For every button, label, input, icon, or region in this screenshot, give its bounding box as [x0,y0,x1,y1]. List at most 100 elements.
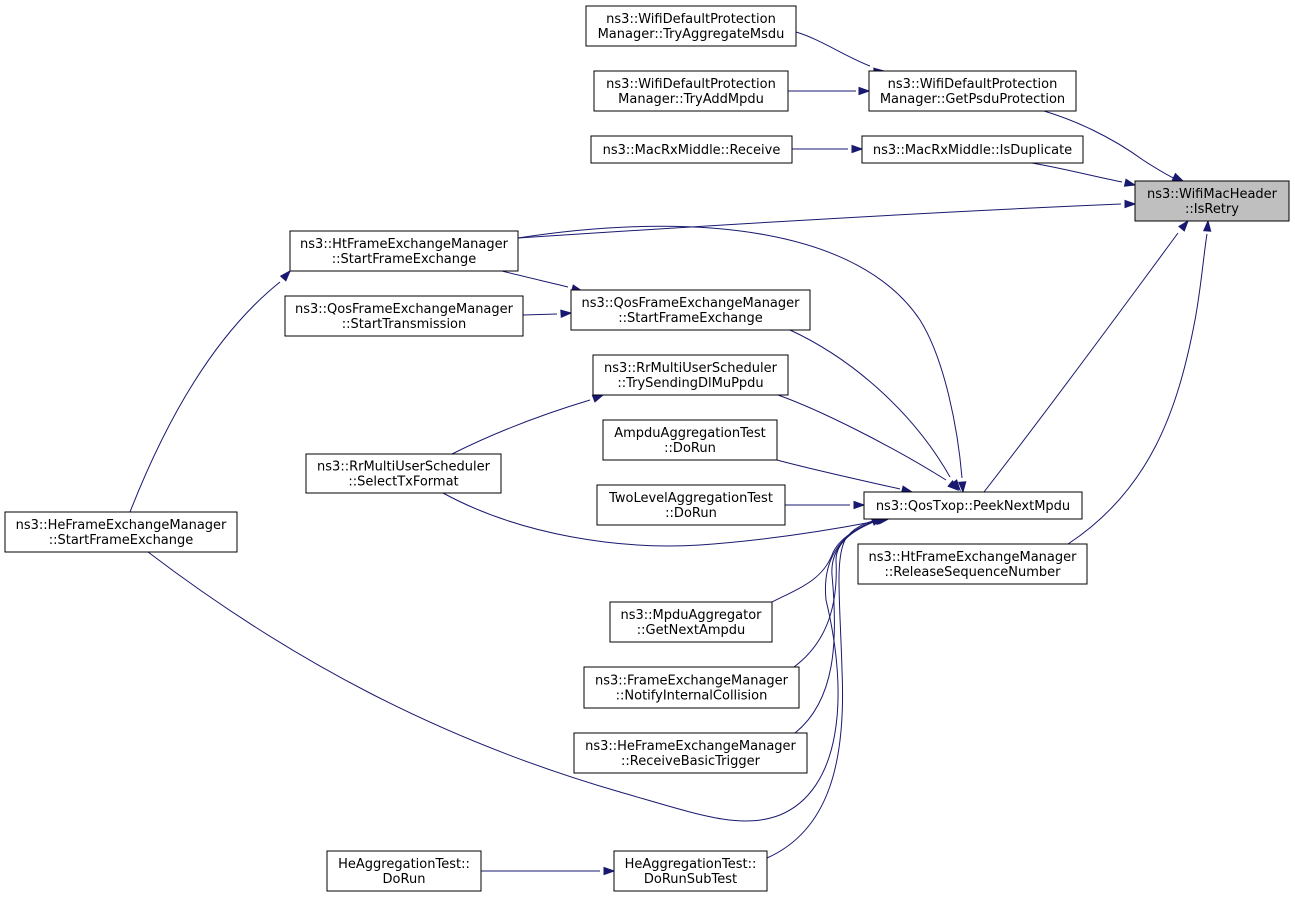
node-label-line: ::GetNextAmpdu [637,623,746,638]
node-box [326,850,482,892]
arrowhead-icon [591,394,605,403]
edge-line [129,281,281,513]
node-box [305,453,502,494]
node-select-tx-format[interactable]: ns3::RrMultiUserScheduler::SelectTxForma… [305,453,502,494]
node-get-next-ampdu[interactable]: ns3::MpduAggregator::GetNextAmpdu [609,601,773,643]
node-box [593,70,789,112]
node-label-line: ns3::WifiDefaultProtection [606,12,776,27]
node-is-duplicate[interactable]: ns3::MacRxMiddle::IsDuplicate [861,135,1084,164]
node-label-line: ::TrySendingDlMuPpdu [617,376,763,391]
node-box [570,289,811,331]
edge-line [517,203,1122,239]
node-label-line: ::IsRetry [1185,202,1239,217]
node-label-line: ns3::WifiMacHeader [1147,187,1278,202]
edge-qos-start-transmission-to-qos-start-frame-exchange [522,309,573,318]
node-label-line: Manager::GetPsduProtection [880,92,1065,107]
node-label-line: Manager::TryAddMpdu [618,92,764,107]
arrowhead-icon [1178,219,1189,232]
edge-mac-rx-receive-to-is-duplicate [792,144,864,154]
edge-is-duplicate-to-is-retry [1031,162,1137,187]
node-two-level-aggregation-test[interactable]: TwoLevelAggregationTest::DoRun [596,484,786,526]
node-ht-start-frame-exchange[interactable]: ns3::HtFrameExchangeManager::StartFrameE… [289,230,519,272]
edge-line [147,522,871,822]
node-he-aggregation-do-run-sub-test[interactable]: HeAggregationTest::DoRunSubTest [613,850,768,892]
node-box [857,543,1088,585]
edge-two-level-aggregation-test-to-peek-next-mpdu [785,500,866,510]
node-label-line: ns3::RrMultiUserScheduler [317,460,491,475]
node-label-line: ::DoRun [665,506,717,521]
node-is-retry[interactable]: ns3::WifiMacHeader::IsRetry [1134,180,1290,222]
node-box [590,135,793,164]
node-label-line: ::SelectTxFormat [348,475,458,490]
node-box [289,230,519,272]
node-try-add-mpdu[interactable]: ns3::WifiDefaultProtectionManager::TryAd… [593,70,789,112]
node-box [583,666,800,709]
node-box [861,135,1084,164]
edge-line [983,232,1179,493]
node-label-line: ::ReleaseSequenceNumber [885,565,1062,580]
edge-release-sequence-number-to-is-retry [1067,219,1212,545]
node-label-line: ns3::RrMultiUserScheduler [604,361,778,376]
node-he-aggregation-do-run[interactable]: HeAggregationTest::DoRun [326,850,482,892]
arrowhead-icon [1171,172,1185,182]
node-try-aggregate-msdu[interactable]: ns3::WifiDefaultProtectionManager::TryAg… [585,5,797,47]
arrowhead-icon [279,269,292,282]
node-label-line: AmpduAggregationTest [614,426,765,441]
node-label-line: TwoLevelAggregationTest [608,491,773,506]
node-label-line: DoRun [383,872,426,887]
node-box [863,491,1083,520]
node-label-line: ns3::FrameExchangeManager [595,674,789,689]
edge-select-tx-format-to-try-sending-dl-mu-ppdu [451,394,605,455]
node-label-line: ns3::QosFrameExchangeManager [295,302,514,317]
node-label-line: ::NotifyInternalCollision [616,689,768,704]
node-box [868,70,1077,112]
node-peek-next-mpdu[interactable]: ns3::QosTxop::PeekNextMpdu [863,491,1083,520]
node-he-start-frame-exchange[interactable]: ns3::HeFrameExchangeManager::StartFrameE… [4,511,238,553]
node-label-line: ::StartFrameExchange [332,252,477,267]
edge-line [794,520,876,734]
arrowhead-icon [958,481,967,494]
arrowhead-icon [1123,178,1137,187]
edge-line [1043,110,1181,182]
node-get-psdu-protection[interactable]: ns3::WifiDefaultProtectionManager::GetPs… [868,70,1077,112]
node-box [596,484,786,526]
node-qos-start-frame-exchange[interactable]: ns3::QosFrameExchangeManager::StartFrame… [570,289,811,331]
edge-line [1031,162,1123,183]
node-try-sending-dl-mu-ppdu[interactable]: ns3::RrMultiUserScheduler::TrySendingDlM… [592,354,789,396]
node-box [1134,180,1290,222]
edge-line [777,394,947,481]
node-qos-start-transmission[interactable]: ns3::QosFrameExchangeManager::StartTrans… [284,295,524,337]
node-label-line: ::StartTransmission [342,317,467,332]
node-label-line: ::ReceiveBasicTrigger [621,754,761,769]
edge-line [501,270,569,288]
edge-ht-start-frame-exchange-to-is-retry [517,199,1137,239]
node-box [284,295,524,337]
node-box [609,601,773,643]
node-notify-internal-collision[interactable]: ns3::FrameExchangeManager::NotifyInterna… [583,666,800,709]
edge-qos-start-frame-exchange-to-peek-next-mpdu [789,329,961,492]
node-label-line: ns3::QosFrameExchangeManager [581,296,800,311]
node-label-line: ns3::HeFrameExchangeManager [585,739,796,754]
edge-line [776,459,901,490]
edge-line [451,399,591,455]
node-ampdu-aggregation-test[interactable]: AmpduAggregationTest::DoRun [602,419,778,461]
node-label-line: DoRunSubTest [644,872,737,887]
node-mac-rx-receive[interactable]: ns3::MacRxMiddle::Receive [590,135,793,164]
edge-try-sending-dl-mu-ppdu-to-peek-next-mpdu [777,394,960,491]
node-release-sequence-number[interactable]: ns3::HtFrameExchangeManager::ReleaseSequ… [857,543,1088,585]
arrowhead-icon [853,500,866,510]
arrowhead-icon [1203,219,1212,232]
node-label-line: ns3::MpduAggregator [620,608,762,623]
node-label-line: Manager::TryAggregateMsdu [598,27,785,42]
edge-line [442,492,873,547]
node-receive-basic-trigger[interactable]: ns3::HeFrameExchangeManager::ReceiveBasi… [573,732,808,774]
node-label-line: ::StartFrameExchange [49,533,194,548]
edge-line [522,313,558,316]
node-label-line: ns3::MacRxMiddle::IsDuplicate [873,143,1072,158]
arrowhead-icon [1124,199,1137,209]
edge-get-psdu-protection-to-is-retry [1043,110,1185,182]
node-label-line: HeAggregationTest:: [625,857,757,872]
arrowhead-icon [950,479,961,492]
edge-he-start-frame-exchange-to-ht-start-frame-exchange [129,269,292,513]
